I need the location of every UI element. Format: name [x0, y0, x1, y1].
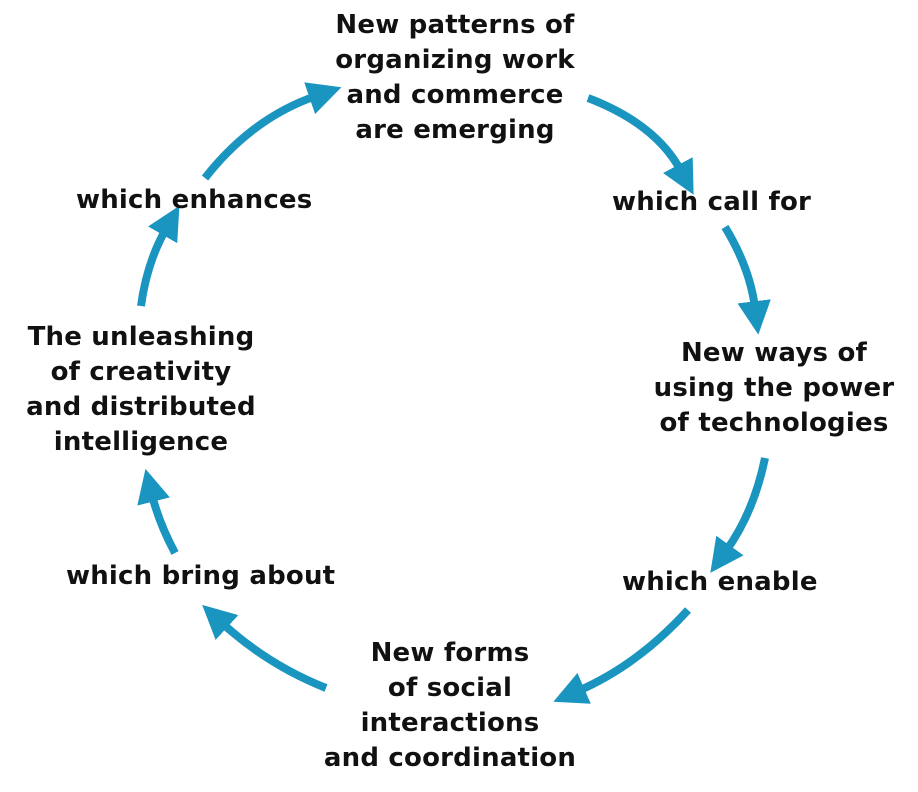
link-which-call-for: which call for — [612, 187, 812, 217]
node-new-technologies: New ways of using the power of technolog… — [653, 338, 895, 438]
arrow-enable-to-social — [553, 607, 691, 704]
node-unleashing-creativity: The unleashing of creativity and distrib… — [26, 322, 256, 457]
node-new-patterns: New patterns of organizing work and comm… — [335, 10, 575, 145]
arrow-technologies-to-enable — [710, 457, 769, 573]
link-which-enable: which enable — [622, 567, 818, 597]
arrow-social-to-bring-about — [202, 604, 328, 692]
arrow-call-for-to-technologies — [721, 224, 771, 335]
node-new-social-forms: New forms of social interactions and coo… — [323, 638, 577, 773]
arrow-creativity-to-enhances — [137, 205, 180, 307]
link-which-bring-about: which bring about — [66, 561, 336, 591]
link-which-enhances: which enhances — [76, 185, 313, 215]
arrow-bring-about-to-creativity — [137, 468, 179, 555]
arrow-enhances-to-patterns — [201, 82, 342, 181]
arrow-patterns-to-call-for — [586, 94, 694, 195]
